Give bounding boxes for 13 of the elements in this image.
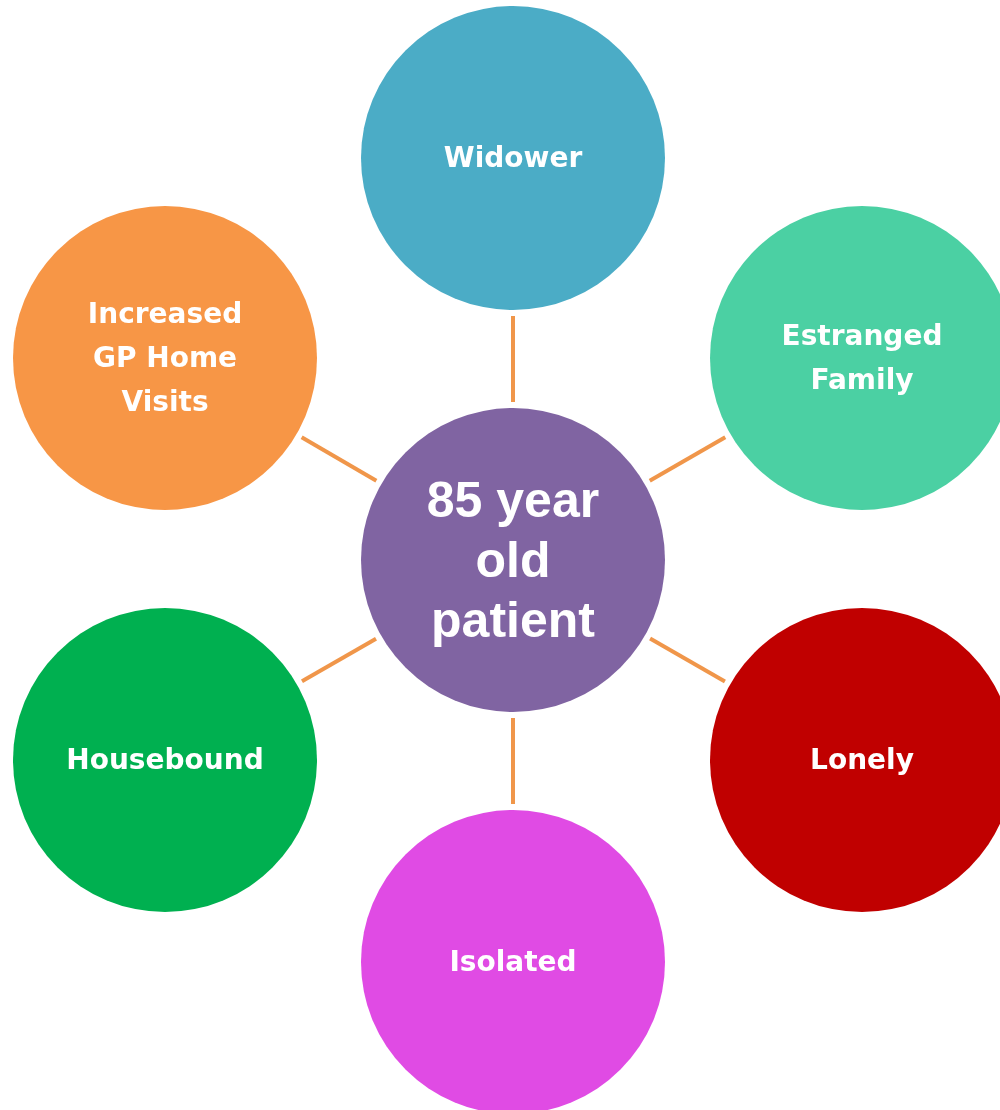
node-label: Isolated	[448, 944, 578, 980]
node-label: 85 year old patient	[425, 471, 601, 650]
node-label: Increased GP Home Visits	[86, 296, 244, 420]
connector-line	[511, 316, 515, 402]
connector-line	[511, 718, 515, 804]
node-label: Lonely	[809, 742, 915, 778]
node-label: Housebound	[65, 742, 265, 778]
node-label: Widower	[442, 140, 584, 176]
node-label: Estranged Family	[780, 318, 944, 398]
connector-line	[648, 435, 727, 483]
connector-line	[300, 435, 378, 483]
connector-line	[649, 636, 726, 684]
connector-line	[301, 637, 377, 683]
